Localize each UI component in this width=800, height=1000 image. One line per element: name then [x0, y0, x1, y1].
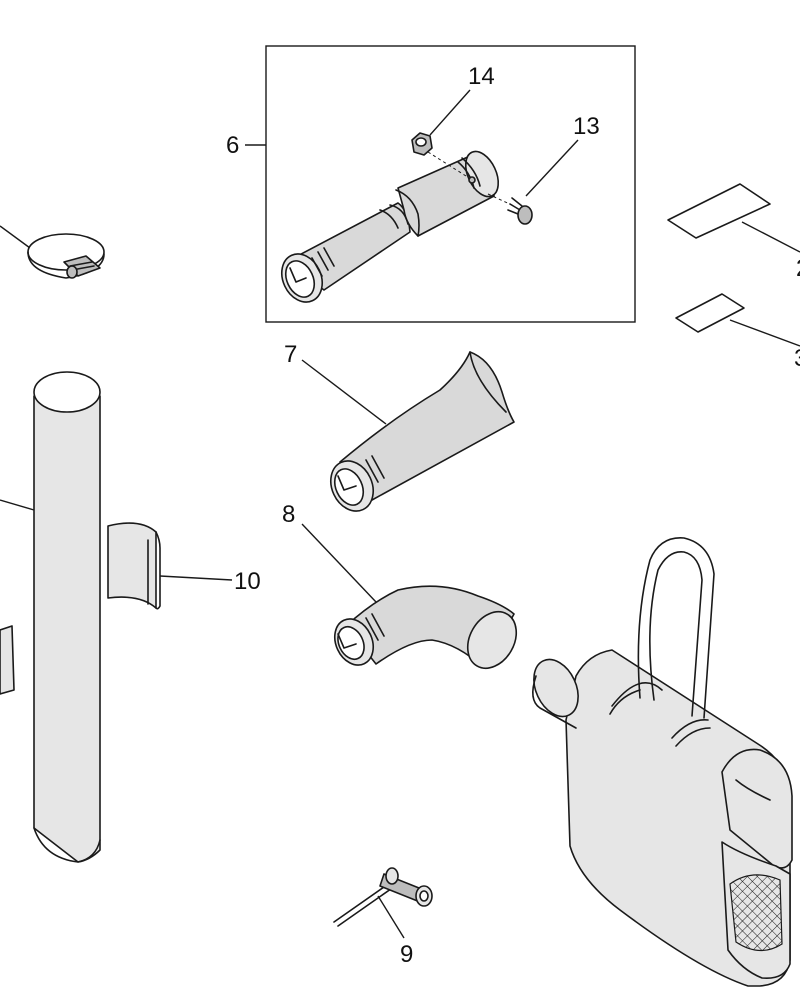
collection-bag — [532, 537, 793, 987]
screw-part-13 — [487, 193, 533, 225]
spark-plug-wrench-part-9 — [333, 867, 433, 927]
label-part-3 — [675, 293, 800, 347]
extension-pipe — [280, 150, 500, 303]
callout-3: 3 — [794, 345, 800, 372]
callout-6: 6 — [226, 132, 239, 159]
label-part-2 — [667, 183, 800, 253]
callout-7: 7 — [284, 341, 297, 368]
callout-10: 10 — [234, 568, 261, 595]
long-pipe — [0, 371, 101, 863]
callout-2: 2 — [796, 255, 800, 282]
hose-clamp — [0, 225, 105, 279]
edge-part — [0, 625, 15, 695]
callout-9: 9 — [400, 941, 413, 968]
callout-8: 8 — [282, 501, 295, 528]
callout-13: 13 — [573, 113, 600, 140]
nut-part-14 — [411, 132, 467, 177]
sleeve-part-10 — [107, 522, 161, 610]
flat-nozzle-part-7 — [330, 351, 515, 512]
elbow-pipe-part-8 — [333, 585, 518, 670]
callout-14: 14 — [468, 63, 495, 90]
kit-frame — [265, 45, 636, 323]
